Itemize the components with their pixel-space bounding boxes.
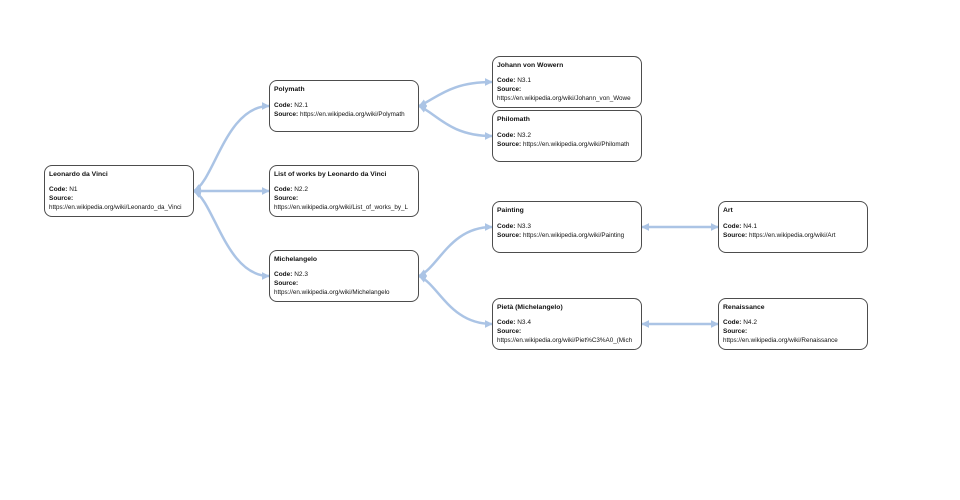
node-code: Code: N4.1	[723, 223, 757, 230]
node-code: Code: N3.4	[497, 319, 531, 326]
node-code: Code: N2.2	[274, 186, 308, 193]
edge-n23-n33	[418, 223, 493, 278]
node-code: Code: N3.1	[497, 77, 531, 84]
node-title: Michelangelo	[274, 256, 318, 263]
edge-n23-n34	[418, 274, 493, 328]
edge-n1-n23	[193, 189, 270, 280]
node-source: Source: https://en.wikipedia.org/wiki/Po…	[274, 111, 405, 118]
node-title: Polymath	[274, 86, 305, 93]
node-source: Source: https://en.wikipedia.org/wiki/Ph…	[497, 141, 630, 148]
node-leonardo-da-vinci[interactable]: Leonardo da Vinci Code: N1 Source: https…	[44, 165, 194, 217]
node-title: Johann von Wowern	[497, 62, 564, 69]
node-code: Code: N1	[49, 186, 78, 193]
node-list-of-works[interactable]: List of works by Leonardo da Vinci Code:…	[269, 165, 419, 217]
node-code: Code: N3.3	[497, 223, 531, 230]
node-code: Code: N3.2	[497, 132, 531, 139]
node-title: List of works by Leonardo da Vinci	[274, 171, 387, 178]
edge-n21-n32	[418, 104, 493, 140]
node-title: Renaissance	[723, 304, 765, 311]
node-polymath[interactable]: Polymath Code: N2.1 Source: https://en.w…	[269, 80, 419, 132]
node-renaissance[interactable]: Renaissance Code: N4.2 Source: https://e…	[718, 298, 868, 350]
node-code: Code: N2.3	[274, 271, 308, 278]
node-source-url: https://en.wikipedia.org/wiki/Johann_von…	[497, 95, 631, 102]
node-code: Code: N4.2	[723, 319, 757, 326]
node-michelangelo[interactable]: Michelangelo Code: N2.3 Source: https://…	[269, 250, 419, 302]
edge-n1-n21	[193, 102, 270, 193]
node-source-url: https://en.wikipedia.org/wiki/Piet%C3%A0…	[497, 337, 633, 344]
node-source: Source: https://en.wikipedia.org/wiki/Pa…	[497, 232, 625, 239]
edge-n21-n31	[418, 78, 493, 108]
node-painting[interactable]: Painting Code: N3.3 Source: https://en.w…	[492, 201, 642, 253]
node-johann-von-wowern[interactable]: Johann von Wowern Code: N3.1 Source: htt…	[492, 56, 642, 108]
node-source-label: Source:	[497, 86, 522, 93]
node-source-label: Source:	[274, 280, 299, 287]
node-art[interactable]: Art Code: N4.1 Source: https://en.wikipe…	[718, 201, 868, 253]
node-title: Philomath	[497, 116, 530, 123]
node-code: Code: N2.1	[274, 102, 308, 109]
node-title: Art	[723, 207, 733, 214]
node-title: Painting	[497, 207, 524, 214]
node-source-url: https://en.wikipedia.org/wiki/Renaissanc…	[723, 337, 838, 344]
node-source-label: Source:	[49, 195, 74, 202]
node-title: Leonardo da Vinci	[49, 171, 108, 178]
node-pieta-michelangelo[interactable]: Pietà (Michelangelo) Code: N3.4 Source: …	[492, 298, 642, 350]
node-source-url: https://en.wikipedia.org/wiki/List_of_wo…	[274, 204, 409, 211]
node-title: Pietà (Michelangelo)	[497, 304, 563, 311]
node-source-label: Source:	[497, 328, 522, 335]
node-source-label: Source:	[274, 195, 299, 202]
node-source-url: https://en.wikipedia.org/wiki/Michelange…	[274, 289, 390, 296]
node-source-label: Source:	[723, 328, 748, 335]
node-philomath[interactable]: Philomath Code: N3.2 Source: https://en.…	[492, 110, 642, 162]
node-source: Source: https://en.wikipedia.org/wiki/Ar…	[723, 232, 836, 239]
node-source-url: https://en.wikipedia.org/wiki/Leonardo_d…	[49, 204, 182, 211]
